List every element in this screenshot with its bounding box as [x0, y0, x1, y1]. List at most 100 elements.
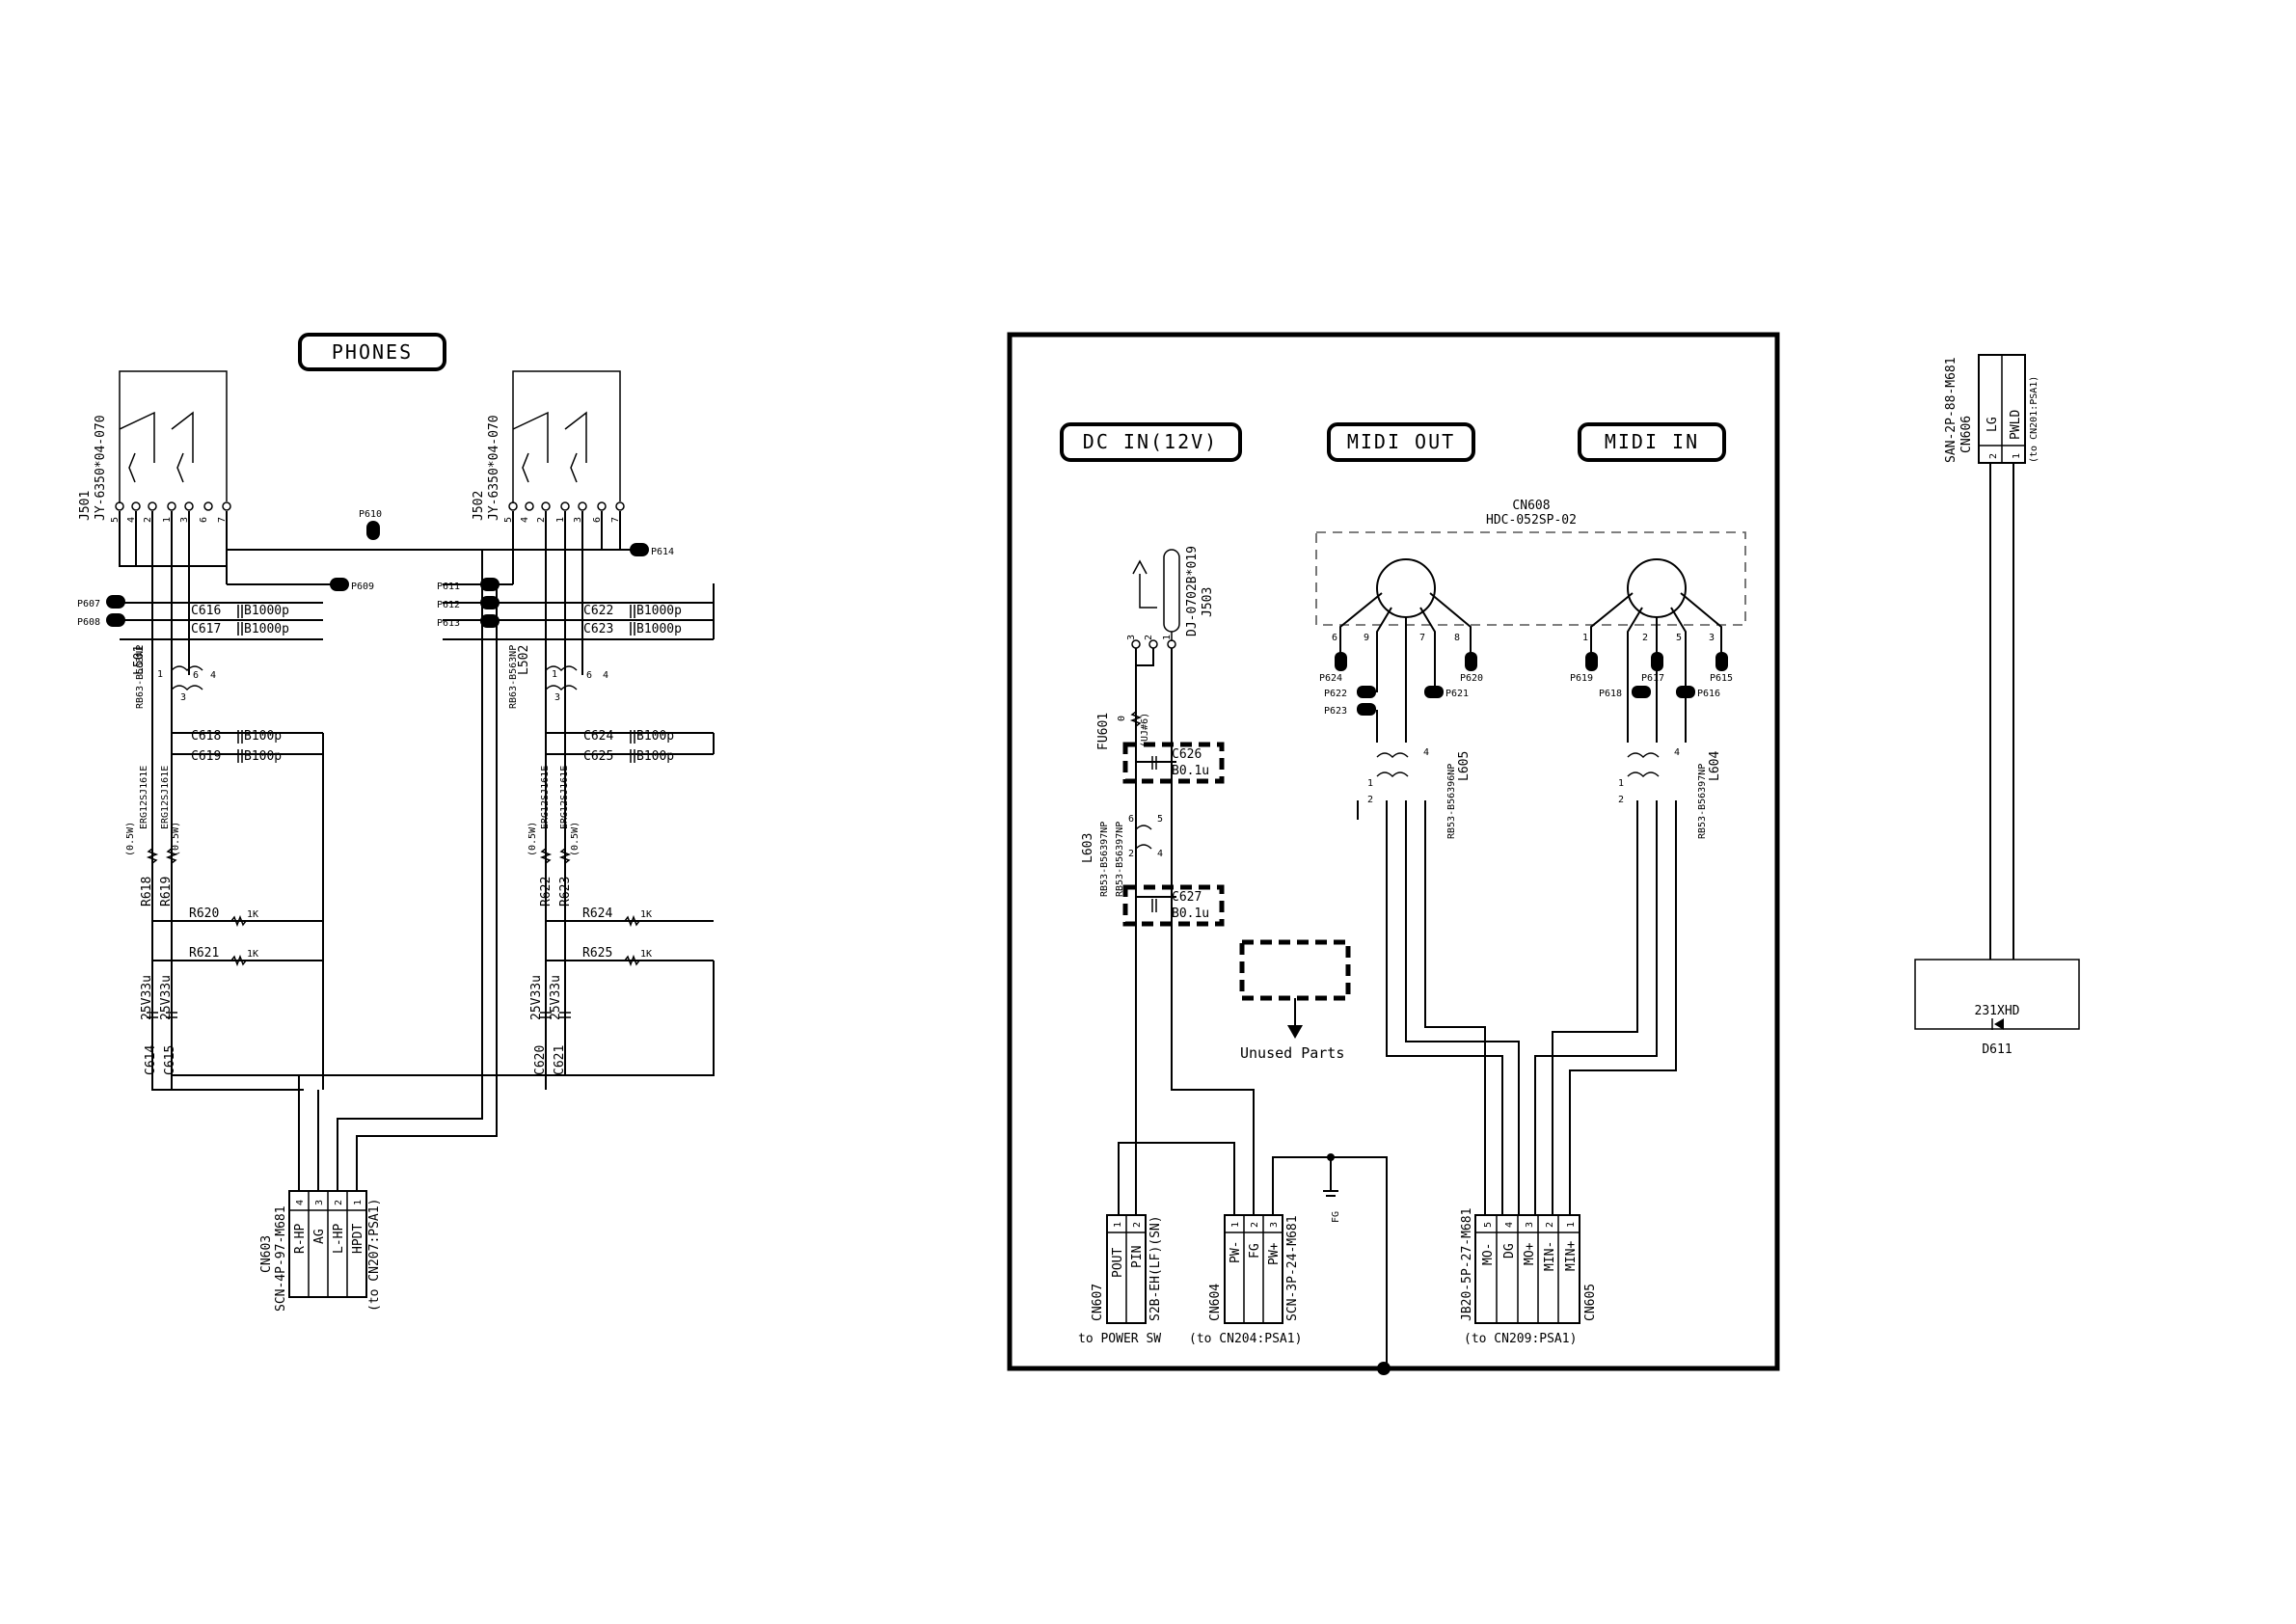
pin-label: 2 — [1144, 635, 1154, 640]
phones-title-box — [298, 333, 446, 371]
cn606-dest: (to CN201:PSA1) — [2029, 376, 2039, 463]
resistors-phones: (0.5W) ERG12SJ161E ERG12SJ161E (0.5W) R6… — [125, 766, 652, 967]
pin-label: 6 — [199, 517, 209, 523]
pin-label: 4 — [126, 517, 137, 523]
dc-midi-section: DC IN(12V) MIDI OUT MIDI IN DJ-0702B*019… — [1007, 332, 1780, 1375]
pin-label: 2 — [143, 517, 153, 523]
midiout-title: MIDI OUT — [1347, 430, 1455, 453]
pin-label: 5 — [1157, 814, 1163, 825]
cn607-ref: CN607 — [1091, 1284, 1105, 1321]
pin-label: 4 — [603, 670, 608, 681]
resistor-ref: R618 — [140, 877, 154, 907]
cap-value: 25V33u — [549, 975, 563, 1020]
pin-label: 1 — [555, 517, 566, 523]
din-cn608: CN608 HDC-052SP-02 9 7 10 8 6 1 2 — [1315, 499, 1746, 656]
pin-name: LG — [1985, 417, 2000, 432]
resistor-value: 1K — [247, 949, 258, 960]
pad-label: P609 — [351, 582, 374, 592]
inductor-part: RB53-B56397NP — [1099, 822, 1110, 897]
pad-label: P614 — [651, 547, 674, 557]
resistor-ref: R624 — [582, 907, 612, 921]
cn603-part: SCN-4P-97-M681 — [274, 1205, 288, 1312]
dcin-title: DC IN(12V) — [1083, 430, 1218, 453]
fuse-note: (UJ#6) — [1140, 713, 1150, 747]
pin-name: R-HP — [293, 1224, 308, 1254]
pad-label: P620 — [1460, 673, 1483, 684]
pin-label: 6 — [193, 670, 199, 681]
pin-label: 2 — [1128, 849, 1134, 859]
j501-ref: J501 — [78, 491, 93, 521]
cn604-dest: (to CN204:PSA1) — [1189, 1332, 1302, 1346]
j503-part: DJ-0702B*019 — [1185, 546, 1200, 636]
j502-part: JY-6350*04-070 — [487, 415, 501, 521]
cap-value: B100p — [244, 729, 282, 744]
connector-cn603: 4 3 2 1 R-HP AG L-HP HPDT CN603 SCN-4P-9… — [259, 1190, 382, 1312]
pin-name: FG — [1248, 1243, 1262, 1259]
phones-title: PHONES — [332, 340, 413, 364]
cap-value: 25V33u — [159, 975, 174, 1020]
cn603-dest: (to CN207:PSA1) — [367, 1199, 382, 1312]
pin-label: 4 — [1157, 849, 1163, 859]
resistor-ref: R622 — [539, 877, 554, 907]
midiin-title-box — [1578, 422, 1726, 462]
pin-num: 1 — [1230, 1222, 1241, 1228]
pin-label: 2 — [1642, 633, 1648, 643]
pad-label: P621 — [1445, 689, 1469, 699]
fuse-value: 0 — [1117, 716, 1127, 721]
pad-label: P615 — [1710, 673, 1733, 684]
connector-cn605: 5 4 3 2 1 MO- DG MO+ MIN- MIN+ JB20-5P-2… — [1460, 1208, 1598, 1346]
j503-ref: J503 — [1201, 587, 1215, 617]
cn606-ref: CN606 — [1959, 416, 1974, 453]
cn605-ref: CN605 — [1583, 1284, 1598, 1321]
pad-label: P607 — [77, 599, 100, 609]
inductor-ref-label: L502 — [517, 645, 531, 675]
pin-label: 3 — [179, 517, 190, 523]
pin-label: 1 — [1162, 635, 1173, 640]
led-section: 2 1 LG PWLD SAN-2P-88-M681 CN606 (to CN2… — [1914, 354, 2080, 1057]
electrolytic-caps: 25V33u 25V33u C614 C615 25V33u 25V33u C6… — [140, 975, 571, 1075]
resistor-part: ERG12SJ161E — [139, 766, 149, 829]
cap-label: C627 — [1172, 890, 1202, 905]
resistor-value: 1K — [640, 949, 652, 960]
pad-label: P613 — [437, 618, 460, 629]
cap-c627: C627 B0.1u — [1122, 884, 1225, 927]
cap-label: C622 — [583, 604, 613, 618]
cap-value: B1000p — [636, 604, 682, 618]
pad-p610 — [366, 521, 380, 540]
pin-label: 6 — [1332, 633, 1337, 643]
cap-label: C620 — [533, 1045, 548, 1075]
phones-pads: P607 P608 P609 P610 P611 P612 P613 P614 — [77, 509, 674, 629]
pad-p608 — [106, 613, 125, 627]
pin-label: 3 — [180, 692, 186, 703]
cap-label: C616 — [191, 604, 221, 618]
pin-name: PW- — [1229, 1241, 1243, 1263]
fuse-ref: FU601 — [1096, 713, 1111, 750]
cap-value: B100p — [636, 729, 674, 744]
pad-label: P610 — [359, 509, 382, 520]
resistor-value: 1K — [640, 909, 652, 920]
resistor-ref: R619 — [159, 877, 174, 907]
resistor-ref: R620 — [189, 907, 219, 921]
pin-name: POUT — [1111, 1248, 1125, 1278]
pin-label: 1 — [1618, 778, 1624, 789]
pad-label: P612 — [437, 600, 460, 610]
pad-p613 — [480, 614, 500, 628]
j501-part: JY-6350*04-070 — [94, 415, 108, 521]
pin-name: MIN- — [1543, 1241, 1557, 1271]
pad-label: P617 — [1641, 673, 1664, 684]
pin-label: 3 — [1709, 633, 1715, 643]
pin-name: DG — [1502, 1243, 1517, 1259]
cap-label: C619 — [191, 749, 221, 764]
pin-label: 7 — [1419, 633, 1425, 643]
pin-name: AG — [312, 1229, 327, 1244]
dc-wires — [1118, 648, 1388, 1368]
pad-label: P618 — [1599, 689, 1622, 699]
pin-label: 4 — [1674, 747, 1680, 758]
inductor-ref-label: L501 — [132, 645, 147, 675]
pad-p614 — [630, 543, 649, 556]
resistor-ref: R625 — [582, 946, 612, 961]
cap-value: 25V33u — [140, 975, 154, 1020]
inductor-ref: L605 — [1457, 751, 1472, 781]
pin-name: MO- — [1481, 1243, 1496, 1265]
pin-num: 4 — [1504, 1222, 1515, 1228]
